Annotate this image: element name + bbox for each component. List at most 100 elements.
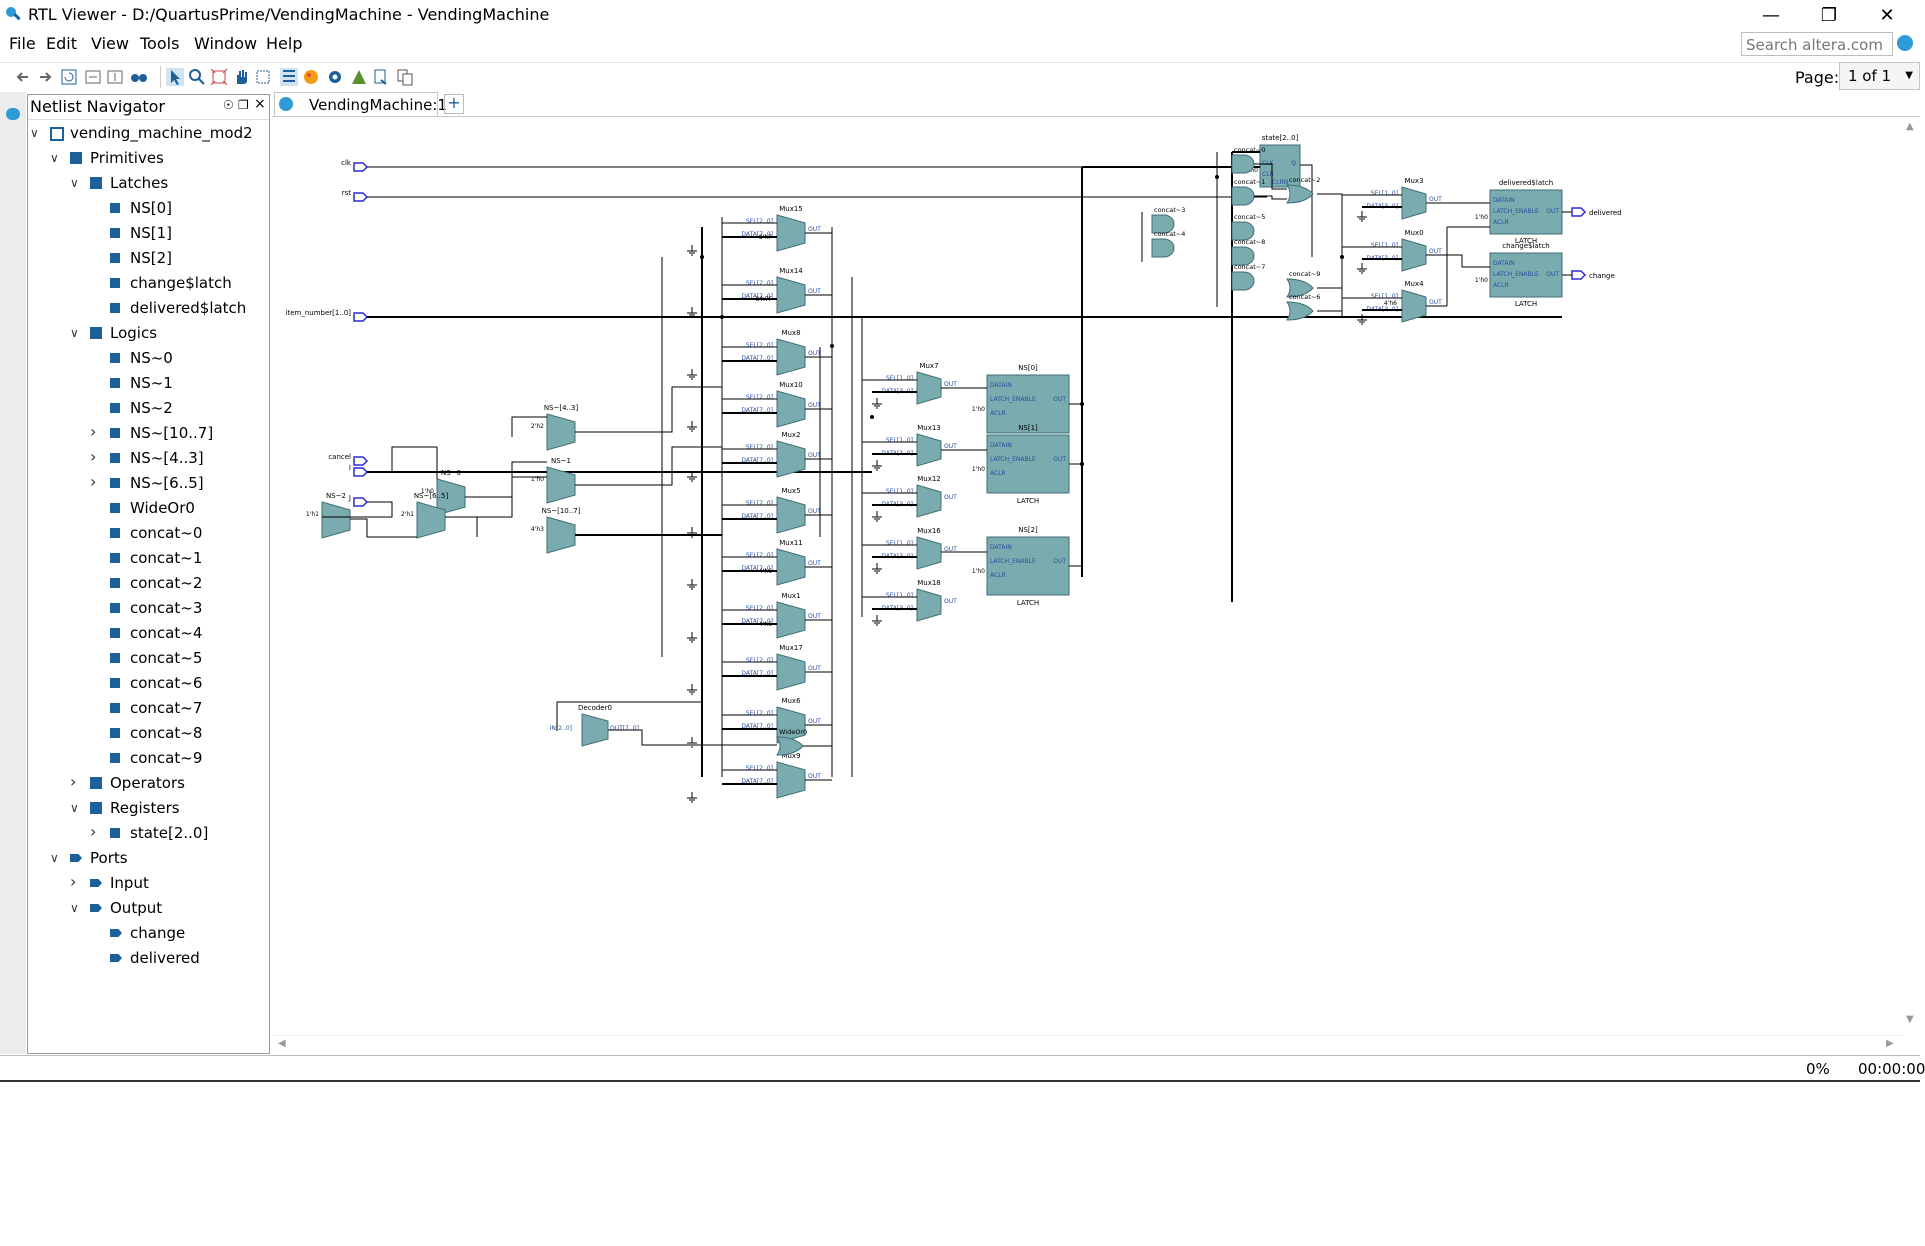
gear-icon[interactable] [326,68,344,86]
refresh-icon[interactable] [60,68,78,86]
scroll-right-icon[interactable]: ▶ [1886,1038,1894,1049]
forward-icon[interactable] [36,68,54,86]
menu-window[interactable]: Window [194,34,258,53]
tree-item-ns-2[interactable]: NS[2] [28,246,268,271]
chevron-down-icon[interactable]: ∨ [70,901,79,915]
tree-item-concat-5[interactable]: concat~5 [28,646,268,671]
tree-item-concat-3[interactable]: concat~3 [28,596,268,621]
chevron-right-icon[interactable]: › [90,447,97,466]
tree-item-primitives[interactable]: ∨Primitives [28,146,268,171]
page-select[interactable]: 1 of 1 ▼ [1839,62,1920,90]
tree-item-change-latch[interactable]: change$latch [28,271,268,296]
and-gate [1231,221,1255,241]
scroll-down-icon[interactable]: ▼ [1906,1014,1914,1025]
tree-item-change[interactable]: change [28,921,268,946]
tree-item-concat-9[interactable]: concat~9 [28,746,268,771]
find-icon[interactable] [130,68,148,86]
tree-item-ns-1[interactable]: NS~1 [28,371,268,396]
tree-item-output[interactable]: ∨Output [28,896,268,921]
select-pointer-icon[interactable] [166,68,184,86]
float-icon[interactable]: ❐ [238,98,249,112]
tree-item-ns-0[interactable]: NS[0] [28,196,268,221]
tree-item-delivered-latch[interactable]: delivered$latch [28,296,268,321]
globe-icon[interactable] [1897,35,1913,51]
rtl-schematic[interactable]: clkrstitem_number[1..0]cancelIJstate[2..… [272,117,1902,1035]
mux-name: Mux12 [917,475,941,483]
input-port [353,467,369,477]
chevron-right-icon[interactable]: › [70,772,77,791]
chevron-right-icon[interactable]: › [90,422,97,441]
select-area-icon[interactable] [254,68,272,86]
chevron-down-icon[interactable]: ∨ [50,851,59,865]
chevron-down-icon[interactable]: ∨ [30,126,39,140]
hierarchy-up-icon[interactable] [84,68,102,86]
menu-file[interactable]: File [9,34,36,53]
hierarchy-view-icon[interactable] [280,68,298,86]
fit-window-icon[interactable] [210,68,228,86]
chevron-right-icon[interactable]: › [90,472,97,491]
mux-name: Mux5 [781,487,800,495]
chevron-down-icon[interactable]: ∨ [70,176,79,190]
tree-item-concat-0[interactable]: concat~0 [28,521,268,546]
chevron-down-icon[interactable]: ∨ [70,326,79,340]
chevron-down-icon[interactable]: ∨ [50,151,59,165]
tree-item-ports[interactable]: ∨Ports [28,846,268,871]
tree-item-concat-8[interactable]: concat~8 [28,721,268,746]
chevron-right-icon[interactable]: › [90,822,97,841]
hand-pan-icon[interactable] [232,68,250,86]
tree-item-wideor0[interactable]: WideOr0 [28,496,268,521]
tab-vendingmachine[interactable]: VendingMachine:1 [274,92,447,116]
tree-item-label: NS~[6..5] [130,474,204,492]
tree-item-logics[interactable]: ∨Logics [28,321,268,346]
tree-item-delivered[interactable]: delivered [28,946,268,971]
export-icon[interactable] [372,68,390,86]
tree-item-concat-6[interactable]: concat~6 [28,671,268,696]
menu-view[interactable]: View [91,34,129,53]
close-window-button[interactable]: ✕ [1879,4,1895,26]
mux-pin-label: SEL[1..0] [886,375,913,382]
tree-item-ns-10-7[interactable]: ›NS~[10..7] [28,421,268,446]
filter-icon[interactable] [350,68,368,86]
tree-item-registers[interactable]: ∨Registers [28,796,268,821]
scroll-up-icon[interactable]: ▲ [1906,121,1914,132]
minimize-button[interactable]: — [1762,4,1780,26]
tree-item-vending-machine-mod2[interactable]: ∨vending_machine_mod2 [28,121,268,146]
vertical-scrollbar[interactable]: ▲ ▼ [1903,117,1920,1035]
tree-item-operators[interactable]: ›Operators [28,771,268,796]
tree-item-concat-1[interactable]: concat~1 [28,546,268,571]
tree-item-input[interactable]: ›Input [28,871,268,896]
tree-item-concat-2[interactable]: concat~2 [28,571,268,596]
hierarchy-down-icon[interactable] [106,68,124,86]
tree-item-state-2-0[interactable]: ›state[2..0] [28,821,268,846]
tree-item-ns-4-3[interactable]: ›NS~[4..3] [28,446,268,471]
hierarchy-icon [50,127,64,141]
chat-bubble-icon[interactable] [6,108,20,120]
close-panel-icon[interactable]: × [254,96,266,112]
tree-item-concat-7[interactable]: concat~7 [28,696,268,721]
horizontal-scrollbar[interactable]: ◀ ▶ [272,1035,1902,1055]
scroll-left-icon[interactable]: ◀ [278,1038,286,1049]
tree-item-ns-6-5[interactable]: › NS~[6..5] [28,471,268,496]
input-port-label: clk [341,159,352,167]
add-tab-button[interactable]: + [444,94,464,114]
copy-icon[interactable] [396,68,414,86]
menu-tools[interactable]: Tools [140,34,180,53]
chevron-down-icon[interactable]: ∨ [70,801,79,815]
pin-icon[interactable]: ☉ [223,98,234,112]
menu-help[interactable]: Help [266,34,303,53]
menu-edit[interactable]: Edit [46,34,77,53]
back-icon[interactable] [14,68,32,86]
tree-item-latches[interactable]: ∨Latches [28,171,268,196]
tree-item-ns-0[interactable]: NS~0 [28,346,268,371]
chevron-right-icon[interactable]: › [70,872,77,891]
wire [1300,164,1313,257]
tree-item-ns-2[interactable]: NS~2 [28,396,268,421]
tree-item-concat-4[interactable]: concat~4 [28,621,268,646]
search-input[interactable]: Search altera.com [1741,32,1893,56]
zoom-icon[interactable] [188,68,206,86]
tree-item-ns-1[interactable]: NS[1] [28,221,268,246]
color-settings-icon[interactable] [302,68,320,86]
mux-pin-label: SEL[1..0] [1371,190,1398,197]
restore-button[interactable]: ❐ [1820,4,1838,26]
